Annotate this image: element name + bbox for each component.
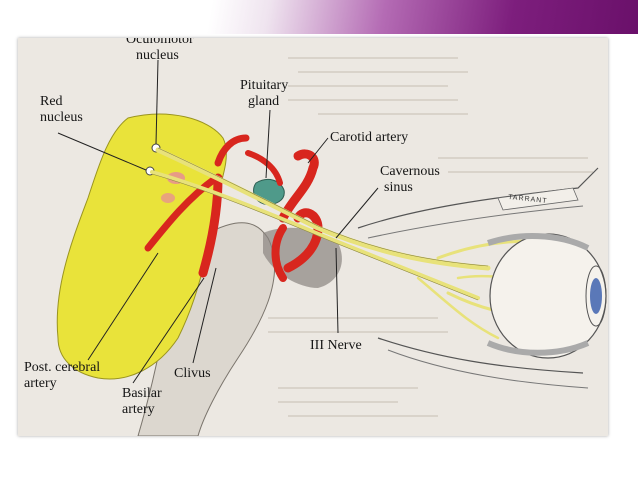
post-cerebral-artery-branch	[214, 134, 250, 167]
label-oculomotor-nucleus: Oculomotor nucleus	[126, 38, 194, 64]
orbit-roof-plate	[497, 187, 579, 211]
iii-nerve-branch-lower	[416, 276, 500, 340]
nerve-outline	[151, 147, 489, 301]
label-iii-nerve: III Nerve	[310, 338, 362, 353]
orbit-wall-lower-2	[387, 349, 589, 389]
arteries	[144, 134, 323, 282]
label-cavernous-line1: Cavernous	[380, 164, 440, 179]
label-cavernous-sinus: Cavernous sinus	[380, 164, 440, 196]
label-red-nucleus: Red nucleus	[40, 94, 83, 126]
eye-muscle-upper	[487, 233, 590, 251]
eyeball-globe	[489, 233, 607, 359]
red-nucleus-spot-2	[161, 193, 175, 203]
carotid-artery	[278, 149, 319, 223]
artery-branch	[245, 150, 283, 186]
orbit-wall-lower	[377, 337, 584, 374]
label-carotid-artery: Carotid artery	[330, 130, 409, 145]
label-basilar-line2: artery	[122, 402, 155, 417]
label-post-cerebral-artery: Post. cerebral artery	[24, 360, 100, 392]
label-cavernous-line2: sinus	[384, 180, 413, 195]
label-post-cerebral-line1: Post. cerebral	[24, 360, 101, 375]
basilar-artery	[198, 173, 223, 278]
background-text-texture	[268, 57, 593, 417]
label-red-line1: Red	[40, 94, 63, 109]
iris-icon	[590, 278, 602, 314]
carotid-lower	[271, 224, 287, 282]
iii-nerve-trunk	[155, 147, 491, 271]
label-pituitary-line2: gland	[248, 94, 280, 109]
cornea	[585, 265, 607, 327]
oculomotor-nerve-illustration	[56, 57, 607, 436]
eyeball	[486, 233, 607, 359]
orbit-wall-upper-2	[367, 205, 584, 239]
label-pituitary-gland: Pituitary gland	[240, 78, 288, 110]
label-basilar-line1: Basilar	[122, 386, 162, 401]
slide-header-gradient	[0, 0, 638, 34]
label-clivus: Clivus	[174, 366, 211, 381]
label-pituitary-line1: Pituitary	[240, 78, 289, 93]
label-red-line2: nucleus	[40, 110, 83, 125]
label-oculomotor-line2: nucleus	[136, 48, 179, 63]
label-basilar-artery: Basilar artery	[122, 386, 162, 418]
post-cerebral-artery	[144, 174, 220, 252]
label-post-cerebral-line2: artery	[24, 376, 57, 391]
eye-muscle-lower	[486, 340, 590, 356]
label-oculomotor-line1: Oculomotor	[126, 38, 194, 47]
iii-nerve-trunk-2	[150, 170, 480, 300]
leader-lines	[57, 59, 379, 384]
anatomy-figure: TARRANT Oculomotor nucleus Red nucleus P…	[18, 38, 608, 436]
